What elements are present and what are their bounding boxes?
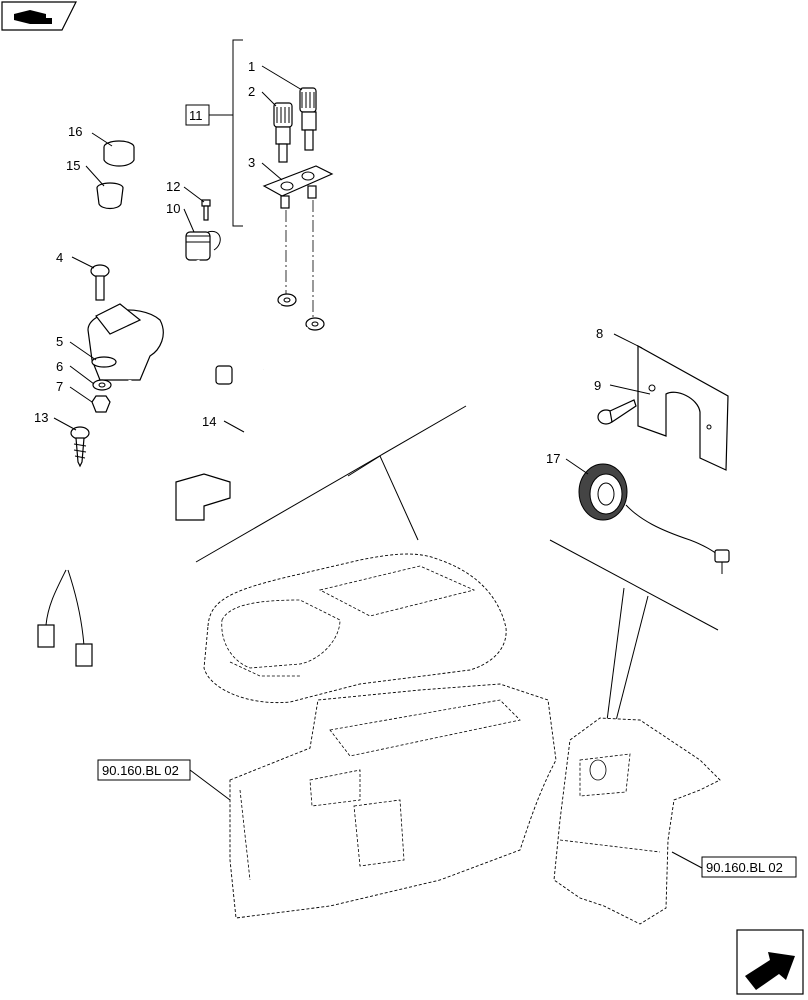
- callout-9: 9: [594, 378, 601, 393]
- callout-15: 15: [66, 158, 80, 173]
- screw-part-12: [201, 199, 211, 221]
- callout-7: 7: [56, 379, 63, 394]
- callout-1: 1: [248, 59, 255, 74]
- plug-part-15: [96, 182, 124, 210]
- plug-part-16: [103, 140, 135, 167]
- reference-left-label: 90.160.BL 02: [102, 763, 179, 778]
- callout-6: 6: [56, 359, 63, 374]
- callout-8: 8: [596, 326, 603, 341]
- callout-4: 4: [56, 250, 63, 265]
- callout-5: 5: [56, 334, 63, 349]
- reference-right-label: 90.160.BL 02: [706, 860, 783, 875]
- washer-part-6: [92, 379, 112, 391]
- reference-left[interactable]: 90.160.BL 02: [97, 759, 191, 781]
- callout-2: 2: [248, 84, 255, 99]
- fitting-part-1: [299, 87, 317, 151]
- callout-17: 17: [546, 451, 560, 466]
- side-panel: [553, 717, 721, 925]
- dashboard-top-cover: [203, 553, 507, 704]
- callout-14: 14: [202, 414, 216, 429]
- dashboard-console: [229, 683, 557, 919]
- callout-labels: 1 2 3 4 5 6 7 8 9 10 11 12 13 14 15 16 1…: [34, 59, 603, 466]
- callout-10: 10: [166, 201, 180, 216]
- screw-part-9: [597, 399, 637, 425]
- callout-3: 3: [248, 155, 255, 170]
- mounting-plate-part-3: [262, 165, 334, 209]
- assembly-bracket: [185, 39, 243, 227]
- reference-right[interactable]: 90.160.BL 02: [701, 856, 797, 878]
- nut-part-7: [91, 395, 111, 413]
- bracket-part-8: [637, 344, 729, 471]
- leader-lines: [53, 65, 703, 869]
- socket-cable: [37, 379, 132, 667]
- callout-16: 16: [68, 124, 82, 139]
- screw-part-4: [90, 264, 110, 301]
- callout-13: 13: [34, 410, 48, 425]
- socket-housing-part-5: [87, 303, 164, 381]
- wiring-harness-part-14: [175, 293, 325, 521]
- screw-part-13: [70, 426, 90, 468]
- sensor-part-17: [578, 463, 730, 574]
- socket-part-10: [173, 230, 233, 387]
- next-page-arrow-icon[interactable]: [736, 929, 804, 995]
- callout-11: 11: [189, 108, 203, 123]
- fitting-part-2: [273, 102, 293, 163]
- book-arrow-icon[interactable]: [1, 1, 77, 31]
- callout-12: 12: [166, 179, 180, 194]
